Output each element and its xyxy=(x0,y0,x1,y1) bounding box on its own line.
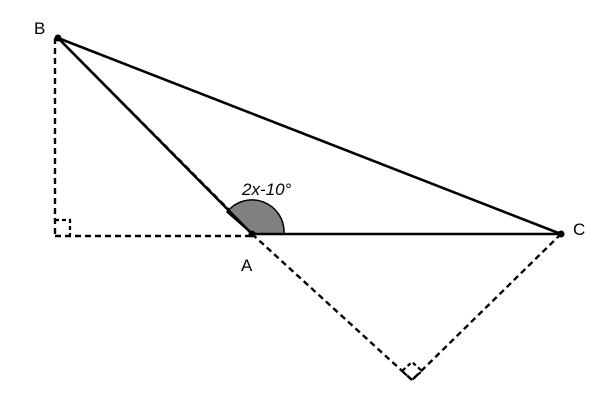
angle-a-label: 2x-10° xyxy=(241,180,292,199)
angle-a-marker xyxy=(225,199,285,235)
vertex-points xyxy=(54,34,565,238)
side-ab xyxy=(56,36,254,236)
vertex-c-point xyxy=(557,230,565,238)
right-angle-mark-left xyxy=(55,218,72,236)
right-angle-marks xyxy=(55,218,424,382)
vertex-a-label: A xyxy=(241,256,253,275)
vertex-a-point xyxy=(248,230,256,238)
vertex-b-point xyxy=(54,34,62,42)
auxiliary-lines xyxy=(53,37,562,381)
c-perpendicular-dashed-line xyxy=(411,233,562,381)
ca-extension-dashed-line xyxy=(251,233,413,381)
vertex-c-label: C xyxy=(573,220,585,239)
side-bc xyxy=(56,36,563,236)
triangle-sides xyxy=(56,36,563,236)
vertex-b-label: B xyxy=(34,19,45,38)
right-angle-mark-bottom xyxy=(400,360,424,382)
